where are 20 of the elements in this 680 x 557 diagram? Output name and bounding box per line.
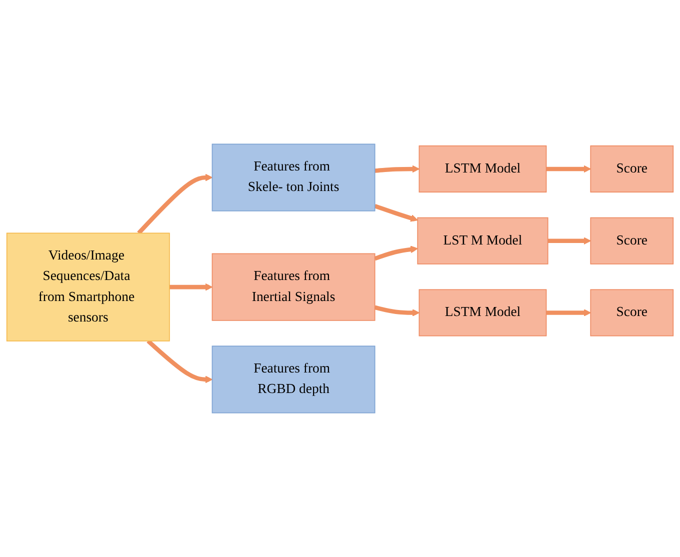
node-box: LSTM Model — [418, 145, 547, 192]
node-box: Score — [590, 289, 674, 336]
arrow — [374, 305, 420, 316]
node-box: Features from RGBD depth — [212, 346, 376, 414]
arrow — [546, 308, 591, 316]
arrow — [169, 283, 213, 291]
arrow — [548, 237, 591, 245]
arrow — [374, 246, 418, 261]
node-box: Features from Inertial Signals — [212, 253, 376, 321]
arrow — [546, 165, 591, 173]
arrow — [137, 174, 213, 235]
arrow — [374, 204, 418, 222]
node-box: Score — [590, 145, 674, 192]
node-box: Features from Skele- ton Joints — [212, 144, 376, 212]
arrow — [146, 339, 213, 384]
node-box: Score — [590, 217, 674, 264]
node-box: LSTM Model — [418, 289, 547, 336]
arrow — [374, 165, 420, 173]
node-box: LST M Model — [417, 217, 548, 264]
node-box: Videos/Image Sequences/Data from Smartphone sensors — [6, 232, 170, 342]
